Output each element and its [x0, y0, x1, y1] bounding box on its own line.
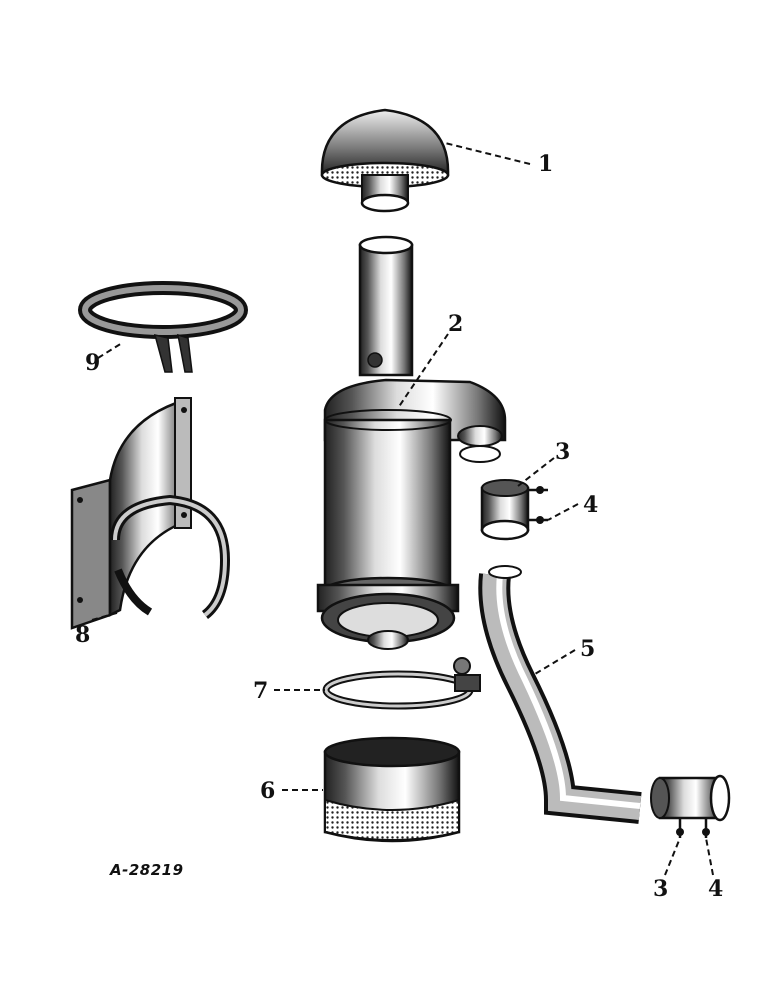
callout-3-lower: 3: [653, 876, 669, 902]
leader-3b: [664, 837, 681, 876]
callout-4-lower: 4: [708, 876, 724, 902]
mounting-bracket: [70, 397, 231, 630]
callout-2: 2: [448, 311, 464, 337]
callout-8: 8: [75, 622, 91, 648]
drawing-id: A-28219: [110, 861, 184, 879]
leader-8: [91, 611, 121, 621]
leader-3a: [517, 457, 555, 487]
leader-5: [534, 649, 576, 675]
hose-connector-upper: [480, 479, 548, 541]
leader-4a: [547, 503, 579, 521]
leader-1: [444, 142, 531, 165]
leader-2: [397, 333, 449, 409]
oil-cup: [323, 736, 461, 843]
callout-3: 3: [555, 439, 571, 465]
callout-7: 7: [253, 678, 269, 704]
band-clamp: [322, 657, 481, 710]
leader-4b: [705, 837, 714, 876]
callout-4: 4: [583, 492, 599, 518]
pre-cleaner-cap: [320, 108, 450, 213]
callout-5: 5: [580, 636, 596, 662]
mounting-band: [78, 281, 248, 373]
air-cleaner-body: [316, 235, 507, 650]
callout-1: 1: [538, 151, 554, 177]
leader-lines: [91, 142, 714, 876]
hose-connector-lower: [650, 774, 731, 838]
leader-9: [97, 342, 123, 359]
intake-hose: [478, 565, 642, 824]
callout-9: 9: [85, 350, 101, 376]
callout-6: 6: [260, 778, 276, 804]
